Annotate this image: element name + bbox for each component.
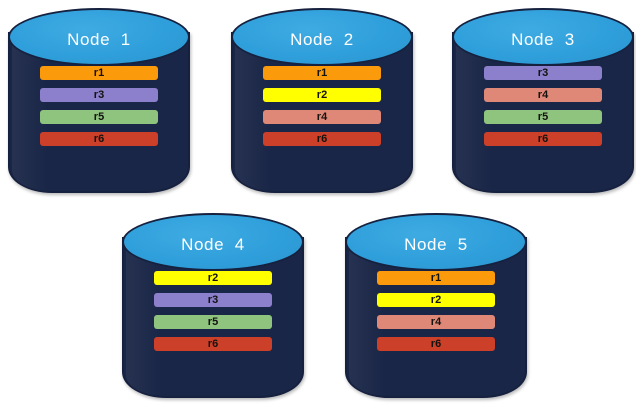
record-bar-r6[interactable]: r6: [484, 132, 602, 146]
record-bar-r1[interactable]: r1: [263, 66, 381, 80]
record-bar-r4[interactable]: r4: [263, 110, 381, 124]
record-bar-r3[interactable]: r3: [40, 88, 158, 102]
record-bar-r2[interactable]: r2: [377, 293, 495, 307]
record-bar-r6[interactable]: r6: [154, 337, 272, 351]
database-node-2[interactable]: Node 2 r1 r2 r4 r6: [231, 8, 413, 193]
cylinder-top-ellipse: [452, 8, 634, 66]
record-bar-r5[interactable]: r5: [40, 110, 158, 124]
node-label: Node 5: [404, 235, 468, 254]
record-bar-r1[interactable]: r1: [377, 271, 495, 285]
record-bar-r2[interactable]: r2: [154, 271, 272, 285]
record-list: r2 r3 r5 r6: [154, 271, 272, 351]
node-label: Node 2: [290, 30, 354, 49]
node-label: Node 4: [181, 235, 245, 254]
record-list: r1 r2 r4 r6: [377, 271, 495, 351]
record-bar-r4[interactable]: r4: [484, 88, 602, 102]
database-node-1[interactable]: Node 1 r1 r3 r5 r6: [8, 8, 190, 193]
record-bar-r3[interactable]: r3: [154, 293, 272, 307]
record-bar-r5[interactable]: r5: [154, 315, 272, 329]
cylinder-top-ellipse: [345, 213, 527, 271]
database-node-5[interactable]: Node 5 r1 r2 r4 r6: [345, 213, 527, 398]
cylinder-top-ellipse: [122, 213, 304, 271]
record-bar-r2[interactable]: r2: [263, 88, 381, 102]
record-list: r3 r4 r5 r6: [484, 66, 602, 146]
node-label: Node 1: [67, 30, 131, 49]
record-list: r1 r3 r5 r6: [40, 66, 158, 146]
record-bar-r5[interactable]: r5: [484, 110, 602, 124]
record-bar-r1[interactable]: r1: [40, 66, 158, 80]
record-bar-r3[interactable]: r3: [484, 66, 602, 80]
record-bar-r6[interactable]: r6: [40, 132, 158, 146]
node-label: Node 3: [511, 30, 575, 49]
cylinder-top-ellipse: [231, 8, 413, 66]
database-node-3[interactable]: Node 3 r3 r4 r5 r6: [452, 8, 634, 193]
record-bar-r6[interactable]: r6: [263, 132, 381, 146]
database-node-4[interactable]: Node 4 r2 r3 r5 r6: [122, 213, 304, 398]
record-list: r1 r2 r4 r6: [263, 66, 381, 146]
cylinder-top-ellipse: [8, 8, 190, 66]
record-bar-r6[interactable]: r6: [377, 337, 495, 351]
record-bar-r4[interactable]: r4: [377, 315, 495, 329]
